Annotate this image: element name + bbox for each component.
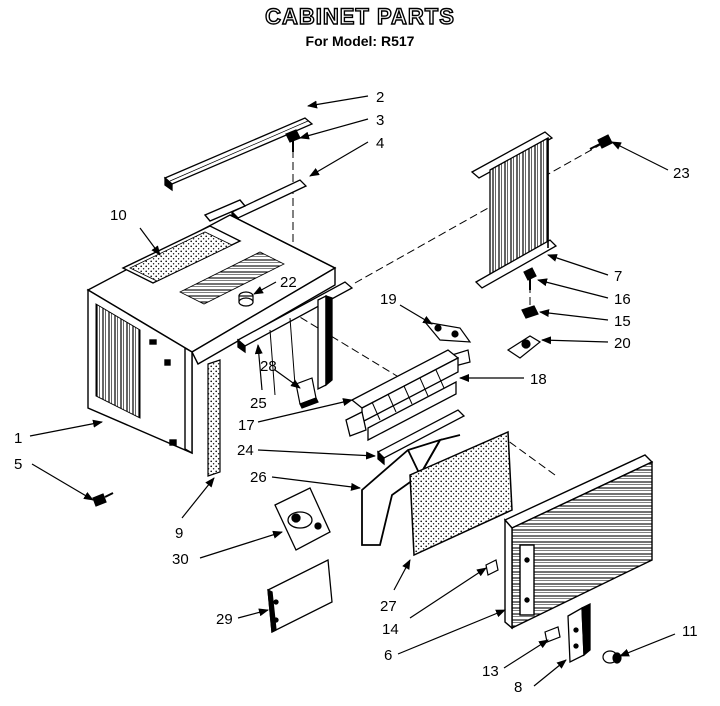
model-subtitle: For Model: R517 <box>305 33 415 49</box>
clip-part <box>295 377 319 409</box>
callout-8: 8 <box>514 679 522 696</box>
top-filter-part <box>129 231 233 282</box>
filter-frame-part <box>361 434 461 546</box>
panel-part <box>267 558 333 634</box>
latch-part <box>506 335 542 359</box>
callout-24: 24 <box>237 442 254 459</box>
callout-17: 17 <box>238 417 255 434</box>
callout-3: 3 <box>376 112 384 129</box>
small-clip-part <box>544 626 561 643</box>
callout-4: 4 <box>376 135 384 152</box>
bracket-plate-part <box>567 602 591 664</box>
motor-mount-part <box>274 487 331 551</box>
front-grille-part <box>503 454 654 630</box>
callout-16: 16 <box>614 291 631 308</box>
top-rail-part <box>163 117 314 192</box>
lower-rail-part <box>376 409 466 466</box>
center-bracket-part <box>236 281 354 396</box>
pin-part <box>485 559 499 576</box>
callout-19: 19 <box>380 291 397 308</box>
callout-30: 30 <box>172 551 189 568</box>
callout-14: 14 <box>382 621 399 638</box>
screw-part <box>285 129 301 152</box>
callout-10: 10 <box>110 207 127 224</box>
filter-pad-part <box>409 430 513 557</box>
callout-25: 25 <box>250 395 267 412</box>
callout-23: 23 <box>673 165 690 182</box>
screw-nut-part <box>521 267 539 319</box>
callout-20: 20 <box>614 335 631 352</box>
louver-assembly-part <box>345 349 460 442</box>
bracket-strip-part <box>230 179 308 224</box>
callout-labels: 2 3 4 10 22 23 7 16 15 20 19 18 28 25 17… <box>14 89 698 696</box>
callout-18: 18 <box>530 371 547 388</box>
knob-part <box>602 650 622 664</box>
callout-28: 28 <box>260 358 277 375</box>
callout-2: 2 <box>376 89 384 106</box>
callout-26: 26 <box>250 469 267 486</box>
side-seal-part <box>207 359 221 477</box>
callout-9: 9 <box>175 525 183 542</box>
callout-7: 7 <box>614 268 622 285</box>
callout-27: 27 <box>380 598 397 615</box>
screw-5-part <box>92 492 114 507</box>
leader-lines <box>29 95 676 687</box>
plug-part <box>238 291 254 307</box>
callout-15: 15 <box>614 313 631 330</box>
rear-panel-part <box>470 131 558 289</box>
callout-11: 11 <box>682 623 698 640</box>
callout-5: 5 <box>14 456 22 473</box>
callout-13: 13 <box>482 663 499 680</box>
callout-29: 29 <box>216 611 233 628</box>
diagram-title: CABINET PARTS <box>264 3 455 29</box>
callout-1: 1 <box>14 430 22 447</box>
callout-22: 22 <box>280 274 297 291</box>
cabinet-body-part <box>86 199 337 455</box>
long-screw-part <box>589 134 613 150</box>
callout-6: 6 <box>384 647 392 664</box>
